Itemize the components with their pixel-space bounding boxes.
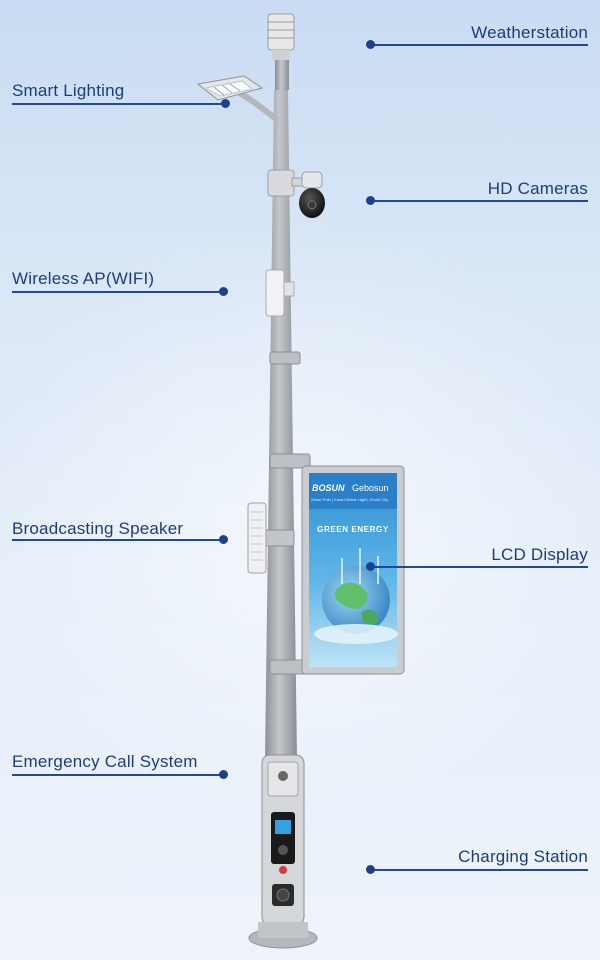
leader-line-lcd-display [372,566,588,568]
weatherstation-unit [267,13,295,90]
leader-line-hd-cameras [372,200,588,202]
display-headline: GREEN ENERGY [317,525,389,534]
wireless-ap-unit [265,269,295,317]
leader-dot-weatherstation [366,40,375,49]
callout-charging-station: Charging Station [458,847,588,866]
callout-wireless-ap: Wireless AP(WIFI) [12,269,155,288]
leader-line-charging-station [372,869,588,871]
callout-hd-cameras: HD Cameras [487,179,588,198]
leader-line-wireless-ap [12,291,226,293]
display-brand-right: Gebosun [352,483,389,493]
leader-line-broadcasting-speaker [12,539,226,541]
callout-emergency-call: Emergency Call System [12,752,198,771]
leader-dot-broadcasting-speaker [219,535,228,544]
lcd-display-unit [301,465,405,675]
callout-weatherstation: Weatherstation [471,23,588,42]
hd-camera-unit [267,169,325,218]
leader-dot-wireless-ap [219,287,228,296]
base-cabinet [248,754,318,949]
pole-shaft [265,90,297,760]
leader-dot-hd-cameras [366,196,375,205]
leader-dot-charging-station [366,865,375,874]
leader-line-emergency-call [12,774,226,776]
leader-dot-lcd-display [366,562,375,571]
callout-smart-lighting: Smart Lighting [12,81,125,100]
display-brand-left: BOSUN [312,483,345,493]
leader-line-smart-lighting [12,103,228,105]
broadcasting-speaker-unit [247,502,295,574]
leader-dot-emergency-call [219,770,228,779]
callout-broadcasting-speaker: Broadcasting Speaker [12,519,184,538]
display-tagline: Smart Pole | Smart Street Light | Smart … [311,497,389,502]
smart-lighting-fixture [196,75,279,123]
callout-lcd-display: LCD Display [491,545,588,564]
leader-line-weatherstation [372,44,588,46]
leader-dot-smart-lighting [221,99,230,108]
